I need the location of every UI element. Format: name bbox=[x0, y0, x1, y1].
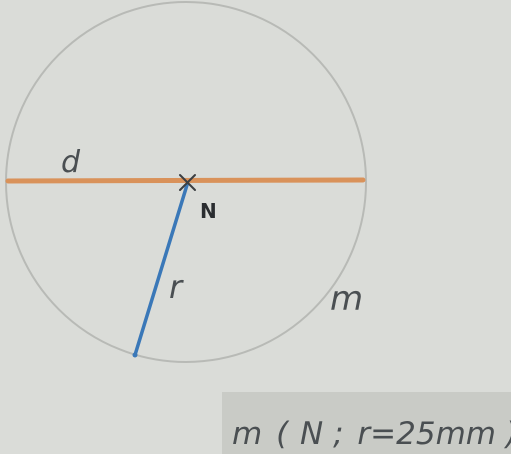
caption-separator: ; bbox=[333, 416, 343, 452]
caption-radius: r=25mm bbox=[357, 416, 496, 452]
caption: m ( N ; r=25mm ) bbox=[232, 416, 511, 452]
diameter-label: d bbox=[61, 145, 81, 180]
center-label: N bbox=[200, 199, 217, 223]
radius-endpoint bbox=[132, 352, 138, 358]
caption-close-paren: ) bbox=[504, 416, 511, 452]
caption-center: N bbox=[300, 416, 323, 452]
caption-band bbox=[222, 392, 511, 454]
radius-line bbox=[133, 183, 189, 357]
caption-circle: m bbox=[232, 416, 262, 452]
circle-name-label: m bbox=[330, 279, 363, 319]
radius-label: r bbox=[169, 268, 184, 306]
center-cross-icon bbox=[179, 174, 196, 191]
caption-open-paren: ( bbox=[276, 416, 290, 452]
